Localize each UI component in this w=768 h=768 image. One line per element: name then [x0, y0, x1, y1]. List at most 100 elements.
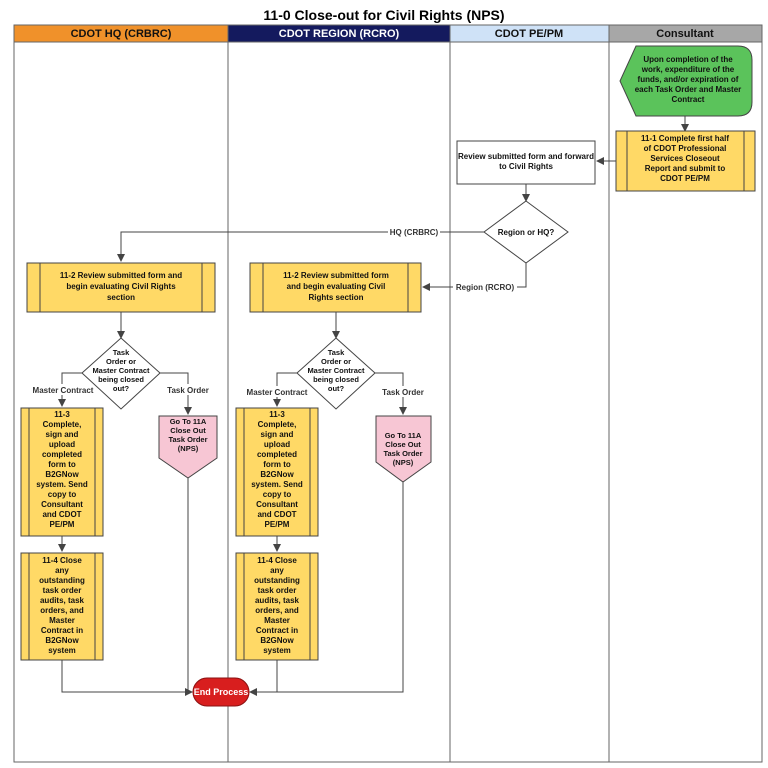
lane-region: CDOT REGION (RCRO)	[227, 24, 451, 43]
node-text-line: Contract in	[41, 626, 83, 635]
node-text-line: being closed	[98, 375, 144, 384]
node-text-line: (NPS)	[178, 444, 199, 453]
node-text-line: 11-2 Review submitted form and	[60, 271, 182, 280]
lane-consultant: Consultant	[608, 24, 763, 43]
hq-step-11-2: 11-2 Review submitted form and begin eval…	[26, 262, 216, 313]
node-text-line: Go To 11A	[385, 431, 422, 440]
node-text-line: CDOT PE/PM	[660, 174, 710, 183]
node-text-line: Complete,	[43, 420, 82, 429]
node-text-line: orders, and	[255, 606, 299, 615]
node-text-line: system. Send	[251, 480, 303, 489]
node-text-line: B2GNow	[45, 470, 79, 479]
edge-hq-11-4-to-end	[61, 660, 193, 696]
node-text-line: Contract in	[256, 626, 298, 635]
node-text-line: (NPS)	[393, 458, 414, 467]
node-text-line: Contract	[672, 95, 705, 104]
node-text-line: being closed	[313, 375, 359, 384]
node-text-line: Order or	[106, 357, 136, 366]
node-text-line: upload	[49, 440, 75, 449]
hq-step-11-2-text: 11-2 Review submitted form and begin eval…	[60, 271, 182, 302]
node-text-line: B2GNow	[260, 470, 294, 479]
node-text-line: PE/PM	[50, 520, 75, 529]
node-text-line: to Civil Rights	[499, 162, 553, 171]
node-text-line: upload	[264, 440, 290, 449]
node-text-line: of CDOT Professional	[644, 144, 727, 153]
node-text-line: orders, and	[40, 606, 84, 615]
node-text-line: system	[48, 646, 76, 655]
node-text-line: Go To 11A	[170, 417, 207, 426]
end-node-text: End Process	[194, 687, 249, 697]
node-text-line: Consultant	[256, 500, 298, 509]
node-text-line: outstanding	[254, 576, 300, 585]
edge-label-hq: HQ (CRBRC)	[390, 228, 439, 237]
diagram-title: 11-0 Close-out for Civil Rights (NPS)	[263, 7, 505, 23]
node-text-line: out?	[328, 384, 345, 393]
node-text-line: Rights section	[308, 293, 363, 302]
node-text-line: copy to	[263, 490, 292, 499]
node-text-line: Consultant	[41, 500, 83, 509]
node-text-line: B2GNow	[45, 636, 79, 645]
region-or-hq-text: Region or HQ?	[498, 228, 555, 237]
edge-region-goto-to-end	[250, 482, 404, 693]
node-text-line: 11-4 Close	[257, 556, 297, 565]
node-text-line: Close Out	[170, 426, 206, 435]
region-step-11-2: 11-2 Review submitted form and begin eval…	[249, 262, 422, 313]
node-text-line: and CDOT	[42, 510, 81, 519]
node-text-line: section	[107, 293, 135, 302]
node-text-line: copy to	[48, 490, 77, 499]
node-text-line: sign and	[261, 430, 294, 439]
edge-label-region-task: Task Order	[382, 388, 424, 397]
node-text-line: task order	[43, 586, 82, 595]
node-text-line: and CDOT	[257, 510, 296, 519]
node-text-line: Master	[264, 616, 290, 625]
edge-decision-to-hq	[117, 231, 484, 262]
lane-pepm: CDOT PE/PM	[449, 24, 610, 43]
node-text-line: End Process	[194, 687, 249, 697]
node-text-line: 11-2 Review submitted form	[283, 271, 389, 280]
node-text-line: audits, task	[40, 596, 85, 605]
node-text-line: Master Contract	[307, 366, 365, 375]
end-node: End Process	[192, 677, 250, 707]
node-text-line: Master	[49, 616, 75, 625]
node-text-line: begin evaluating Civil Rights	[66, 282, 176, 291]
node-text-line: outstanding	[39, 576, 85, 585]
node-text-line: out?	[113, 384, 130, 393]
region-step-11-2-text: 11-2 Review submitted form and begin eval…	[283, 271, 389, 302]
node-text-line: Order or	[321, 357, 351, 366]
node-text-line: Task	[328, 348, 345, 357]
node-text-line: 11-3	[54, 410, 70, 419]
node-text-line: audits, task	[255, 596, 300, 605]
node-text-line: 11-4 Close	[42, 556, 82, 565]
node-text-line: Review submitted form and forward	[458, 152, 594, 161]
lane-header-consultant-label: Consultant	[656, 28, 714, 40]
node-text-line: form to	[263, 460, 291, 469]
node-text-line: form to	[48, 460, 76, 469]
node-text-line: PE/PM	[265, 520, 290, 529]
node-text-line: and begin evaluating Civil	[287, 282, 386, 291]
lane-hq: CDOT HQ (CRBRC)	[13, 24, 229, 43]
node-text-line: completed	[42, 450, 82, 459]
node-text-line: sign and	[46, 430, 79, 439]
node-text-line: Upon completion of the	[643, 55, 733, 64]
node-text-line: Task Order	[168, 435, 207, 444]
node-text-line: completed	[257, 450, 297, 459]
edge-label-hq-master: Master Contract	[33, 386, 94, 395]
